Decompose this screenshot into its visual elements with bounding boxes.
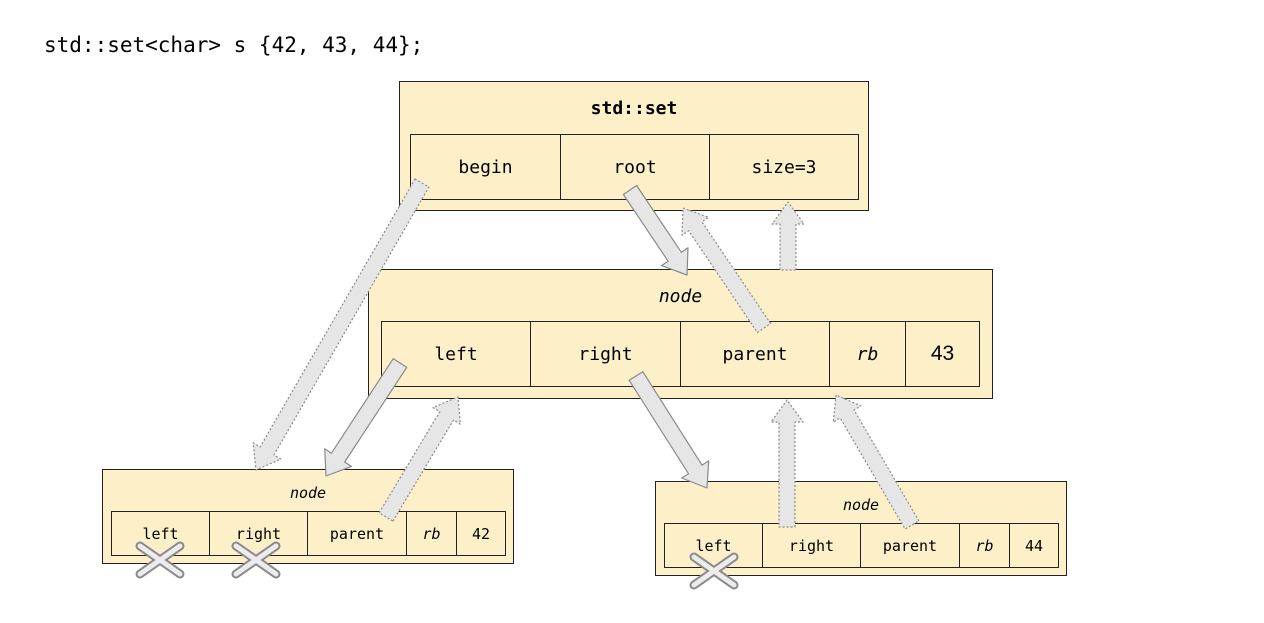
left-node-field-left: left: [112, 512, 210, 555]
right-node-field-value: 44: [1024, 536, 1044, 555]
right-node-box: node left right parent rb 44: [655, 481, 1067, 576]
right-node-fields-row: left right parent rb 44: [664, 523, 1059, 568]
set-field-begin: begin: [411, 135, 561, 199]
left-node-field-right: right: [210, 512, 308, 555]
arrow-set-size-up: [771, 201, 805, 271]
set-fields-row: begin root size=3: [410, 134, 859, 200]
set-box: std::set begin root size=3: [399, 81, 869, 211]
right-node-title: node: [842, 496, 880, 514]
left-node-box: node left right parent rb 42: [102, 469, 514, 564]
right-node-field-rb: rb: [960, 524, 1010, 567]
root-node-fields-row: left right parent rb 43: [381, 321, 980, 387]
root-node-field-rb: rb: [830, 322, 906, 386]
left-node-field-rb: rb: [407, 512, 457, 555]
root-node-box: node left right parent rb 43: [368, 269, 993, 399]
set-box-title: std::set: [590, 98, 678, 119]
left-node-fields-row: left right parent rb 42: [111, 511, 506, 556]
code-line: std::set<char> s {42, 43, 44};: [44, 33, 424, 57]
left-node-title: node: [289, 484, 327, 502]
left-node-field-parent: parent: [308, 512, 407, 555]
set-field-size: size=3: [751, 156, 817, 178]
right-node-field-parent: parent: [861, 524, 960, 567]
left-node-field-value: 42: [471, 524, 491, 543]
root-node-field-parent: parent: [681, 322, 830, 386]
root-node-field-value: 43: [930, 342, 955, 365]
root-node-field-right: right: [531, 322, 681, 386]
root-node-field-left: left: [382, 322, 531, 386]
right-node-field-right: right: [763, 524, 861, 567]
set-field-root: root: [561, 135, 710, 199]
root-node-title: node: [658, 286, 703, 307]
right-node-field-left: left: [665, 524, 763, 567]
